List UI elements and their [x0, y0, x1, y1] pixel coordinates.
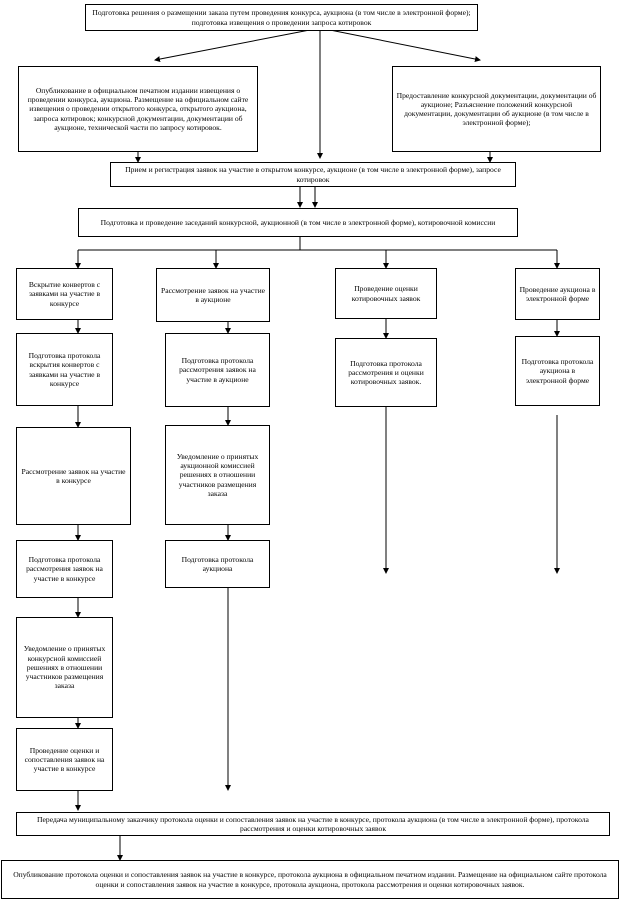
receipt-registration-text: Прием и регистрация заявок на участие в … [125, 165, 501, 184]
col2-notice-text: Уведомление о принятых аукционной комисс… [176, 451, 259, 498]
col1-protocol-opening-box: Подготовка протокола вскрытия конвертов … [16, 333, 113, 406]
col1-review-box: Рассмотрение заявок на участие в конкурс… [16, 427, 131, 525]
receipt-registration-box: Прием и регистрация заявок на участие в … [110, 162, 516, 187]
col4-auction-text: Проведение аукциона в электронной форме [519, 284, 596, 303]
commission-meetings-box: Подготовка и проведение заседаний конкур… [78, 208, 518, 237]
col3-evaluation-box: Проведение оценки котировочных заявок [335, 268, 437, 319]
final-publication-box: Опубликование протокола оценки и сопоста… [1, 860, 619, 899]
col4-protocol-box: Подготовка протокола аукциона в электрон… [515, 336, 600, 406]
col2-review-text: Рассмотрение заявок на участие в аукцион… [160, 285, 266, 304]
col1-opening-text: Вскрытие конвертов с заявками на участие… [28, 280, 101, 308]
col1-protocol-review-box: Подготовка протокола рассмотрения заявок… [16, 540, 113, 598]
col1-review-text: Рассмотрение заявок на участие в конкурс… [21, 466, 126, 485]
col1-evaluation-box: Проведение оценки и сопоставления заявок… [16, 728, 113, 791]
col1-opening-box: Вскрытие конвертов с заявками на участие… [16, 268, 113, 320]
col2-protocol-auction-text: Подготовка протокола аукциона [181, 554, 254, 573]
top-decision-text: Подготовка решения о размещении заказа п… [92, 8, 471, 27]
publication-text: Опубликование в официальном печатном изд… [27, 85, 249, 132]
col1-protocol-opening-text: Подготовка протокола вскрытия конвертов … [28, 351, 101, 388]
col1-protocol-review-text: Подготовка протокола рассмотрения заявок… [26, 555, 103, 583]
arrow-to-provide-docs [319, 27, 481, 62]
col3-evaluation-text: Проведение оценки котировочных заявок [351, 284, 421, 303]
final-publication-text: Опубликование протокола оценки и сопоста… [13, 870, 607, 889]
col2-notice-box: Уведомление о принятых аукционной комисс… [165, 425, 270, 525]
col2-protocol-auction-box: Подготовка протокола аукциона [165, 540, 270, 588]
publication-box: Опубликование в официальном печатном изд… [18, 66, 258, 152]
col3-protocol-text: Подготовка протокола рассмотрения и оцен… [348, 358, 424, 387]
transfer-text: Передача муниципальному заказчику проток… [37, 814, 589, 833]
col3-protocol-box: Подготовка протокола рассмотрения и оцен… [335, 338, 437, 407]
col4-auction-box: Проведение аукциона в электронной форме [515, 268, 600, 320]
provide-docs-text: Предоставление конкурсной документации, … [396, 90, 597, 128]
arrow-to-publication [154, 27, 321, 62]
col1-notice-box: Уведомление о принятых конкурсной комисс… [16, 617, 113, 718]
col2-protocol-review-box: Подготовка протокола рассмотрения заявок… [165, 333, 270, 407]
col2-protocol-review-text: Подготовка протокола рассмотрения заявок… [179, 356, 256, 384]
transfer-box: Передача муниципальному заказчику проток… [16, 812, 610, 836]
col1-evaluation-text: Проведение оценки и сопоставления заявок… [24, 745, 105, 774]
commission-meetings-text: Подготовка и проведение заседаний конкур… [100, 217, 496, 227]
provide-docs-box: Предоставление конкурсной документации, … [392, 66, 601, 152]
top-decision-box: Подготовка решения о размещении заказа п… [85, 4, 478, 31]
col2-review-box: Рассмотрение заявок на участие в аукцион… [156, 268, 270, 322]
col4-protocol-text: Подготовка протокола аукциона в электрон… [521, 357, 594, 385]
col1-notice-text: Уведомление о принятых конкурсной комисс… [23, 644, 106, 691]
